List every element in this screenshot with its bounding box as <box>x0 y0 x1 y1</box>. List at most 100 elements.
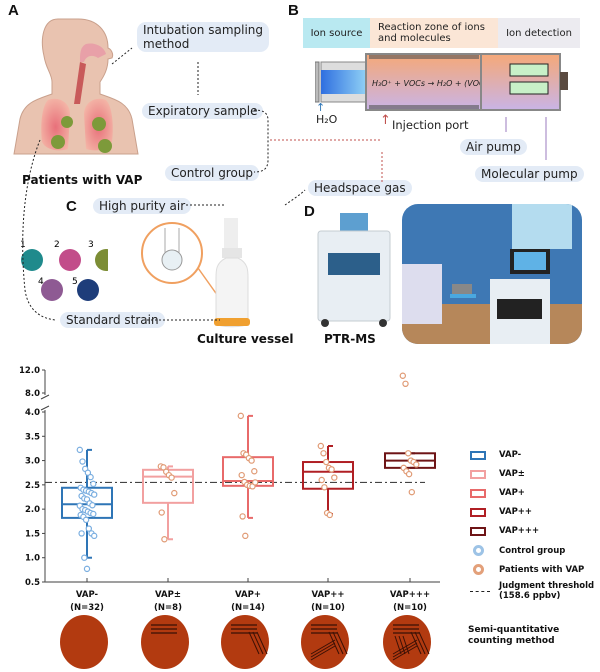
plate-dish <box>141 615 189 669</box>
pill-control-group: Control group <box>165 165 260 181</box>
data-point <box>78 530 85 537</box>
legend-item: Judgment threshold(158.6 ppbv) <box>470 581 594 601</box>
box-vap-1 <box>142 463 194 543</box>
ptr-ms-instrument-photo <box>317 213 391 327</box>
infection-cluster <box>92 117 106 131</box>
hospital-room-photo <box>402 204 582 344</box>
x-tick-label: VAP± <box>155 590 181 600</box>
data-point <box>405 450 412 457</box>
data-point <box>168 474 175 481</box>
data-point <box>251 479 259 486</box>
data-point <box>317 442 324 450</box>
pill-high-purity-air: High purity air <box>93 198 192 214</box>
x-axis: VAP-(N=32)VAP±(N=8)VAP+(N=14)VAP++(N=10)… <box>45 578 440 613</box>
strain-number-4: 4 <box>38 277 44 287</box>
data-point <box>408 488 415 496</box>
arrow-up-icon: ↑ <box>316 101 326 114</box>
plates-label-line2: counting method <box>468 636 555 646</box>
data-point <box>81 554 88 561</box>
plates-label: Semi-quantitative counting method <box>468 625 559 647</box>
x-tick-label: VAP- <box>76 590 99 600</box>
box-vap-3 <box>302 442 354 519</box>
legend-circle-swatch <box>473 545 484 556</box>
legend-item: VAP++ <box>470 507 532 517</box>
infection-cluster <box>98 139 112 153</box>
culture-plate <box>301 615 349 669</box>
y-tick-label: 2.0 <box>25 505 40 515</box>
data-point <box>84 469 92 476</box>
y-tick-label: 2.5 <box>25 481 40 491</box>
data-point <box>171 489 178 497</box>
box-plot-chart: 0.51.01.52.02.53.03.54.08.012.0 VAP-(N=3… <box>19 366 440 669</box>
strain-number-3: 3 <box>88 240 94 250</box>
data-point <box>239 513 246 520</box>
legend-item: Patients with VAP <box>470 564 584 575</box>
data-point <box>90 480 97 488</box>
y-tick-label: 0.5 <box>25 578 40 588</box>
data-point <box>82 516 90 524</box>
streak-line <box>248 631 260 655</box>
data-point <box>160 464 167 471</box>
data-point <box>79 458 86 465</box>
reaction-equation: H₃O⁺ + VOCs → H₂O + (VOCs)H⁺ <box>372 79 502 88</box>
streak-line <box>310 645 336 661</box>
y-tick-label: 3.5 <box>25 432 40 442</box>
header-reaction-line1: Reaction zone of ions <box>378 22 485 33</box>
pill-intubation-sampling: Intubation sampling method <box>137 22 270 52</box>
legend-label: VAP± <box>499 469 525 479</box>
legend-item: VAP+++ <box>470 526 539 536</box>
streak-line <box>402 635 410 655</box>
strain-image-5 <box>77 279 99 301</box>
strain-number-1: 1 <box>20 240 26 250</box>
x-tick-n-label: (N=8) <box>154 603 182 613</box>
culture-plate <box>221 615 269 669</box>
legend-item: VAP± <box>470 469 525 479</box>
strain-number-2: 2 <box>54 240 60 250</box>
box-vap-0 <box>61 446 113 573</box>
axis-break-mark <box>40 394 50 411</box>
culture-plate <box>383 615 431 669</box>
data-point <box>237 412 244 420</box>
x-tick-n-label: (N=14) <box>231 603 265 613</box>
data-point <box>90 532 98 540</box>
streak-line <box>418 631 430 655</box>
infection-cluster <box>51 135 65 149</box>
y-tick-label: 12.0 <box>19 366 40 376</box>
box-vap-4 <box>384 372 436 496</box>
data-point <box>326 511 333 519</box>
legend-label: VAP+++ <box>499 526 540 536</box>
pill-expiratory-sample: Expiratory sample <box>142 103 264 119</box>
label-h2o: H₂O <box>316 113 338 126</box>
legend-label: VAP- <box>499 450 522 460</box>
streak-line <box>310 639 336 655</box>
legend-box-swatch <box>470 507 486 517</box>
data-point <box>413 461 420 468</box>
data-point <box>76 446 84 454</box>
data-point <box>242 532 249 540</box>
box-series <box>61 372 436 573</box>
caption-ptr-ms: PTR-MS <box>324 332 376 346</box>
data-point <box>331 474 338 481</box>
header-ion-source: Ion source <box>303 18 370 48</box>
streak-line <box>392 642 418 658</box>
header-ion-detection: Ion detection <box>498 18 580 48</box>
y-tick-label: 1.0 <box>25 554 40 564</box>
x-tick-n-label: (N=32) <box>70 603 104 613</box>
panel-letter-b: B <box>288 2 299 19</box>
strain-image-4 <box>41 279 63 301</box>
header-reaction-line2: and molecules <box>378 33 451 44</box>
pill-text-line1: Intubation sampling <box>143 23 264 37</box>
ptr-ms-schematic: H₃O⁺ + VOCs → H₂O + (VOCs)H⁺ <box>315 53 568 111</box>
strain-image-2 <box>59 249 81 271</box>
x-tick-label: VAP+++ <box>390 590 430 600</box>
plates-label-line1: Semi-quantitative <box>468 625 560 635</box>
data-point <box>90 510 97 518</box>
legend-item: VAP+ <box>470 488 525 498</box>
data-point <box>90 491 98 498</box>
data-point <box>238 471 245 479</box>
header-reaction-zone: Reaction zone of ions and molecules <box>370 18 498 48</box>
data-point <box>251 468 258 475</box>
x-tick-n-label: (N=10) <box>311 603 345 613</box>
pill-text-line2: method <box>143 37 190 51</box>
streak-line <box>256 631 268 655</box>
